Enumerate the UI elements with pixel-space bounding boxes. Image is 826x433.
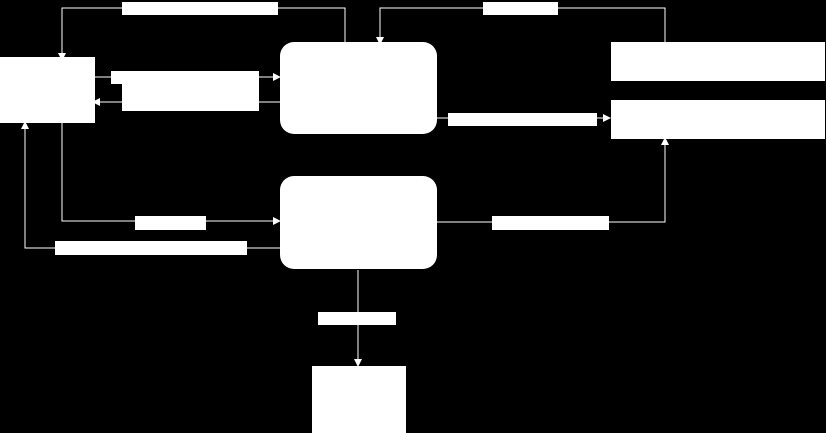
arrowhead-store-left: [603, 114, 611, 122]
nodes: [0, 42, 825, 433]
label-box-left-to-upper: [111, 71, 259, 84]
label-box-left-to-lower: [135, 216, 206, 230]
arrowhead-lower-process-left: [273, 217, 281, 225]
bottom-entity-box: [312, 366, 406, 433]
label-box-lower-to-store: [492, 216, 609, 230]
lower-store-box: [611, 100, 825, 139]
label-box-upper-to-store: [448, 113, 597, 126]
edge-left-to-lower: [61, 123, 276, 222]
arrowhead-left-entity-bottom: [21, 121, 29, 129]
label-box-lower-to-left: [55, 241, 247, 255]
label-box-lower-to-bottom: [318, 312, 396, 325]
arrowhead-left-entity-right: [92, 98, 100, 106]
label-box-top-left: [122, 2, 278, 15]
flow-labels: [55, 2, 609, 325]
arrowhead-bottom-entity-top: [354, 359, 362, 367]
arrowhead-upper-process-left: [273, 73, 281, 81]
arrowhead-store-bottom: [661, 137, 669, 145]
arrowhead-upper-process-top: [376, 37, 384, 45]
edge-lower-to-store: [437, 142, 666, 223]
label-box-top-right: [483, 2, 558, 15]
upper-store-box: [611, 42, 825, 81]
left-entity-box: [0, 57, 95, 123]
lower-process-box: [280, 176, 437, 269]
arrowheads: [21, 37, 669, 367]
label-box-upper-to-left: [122, 84, 259, 111]
upper-process-box: [280, 42, 437, 134]
